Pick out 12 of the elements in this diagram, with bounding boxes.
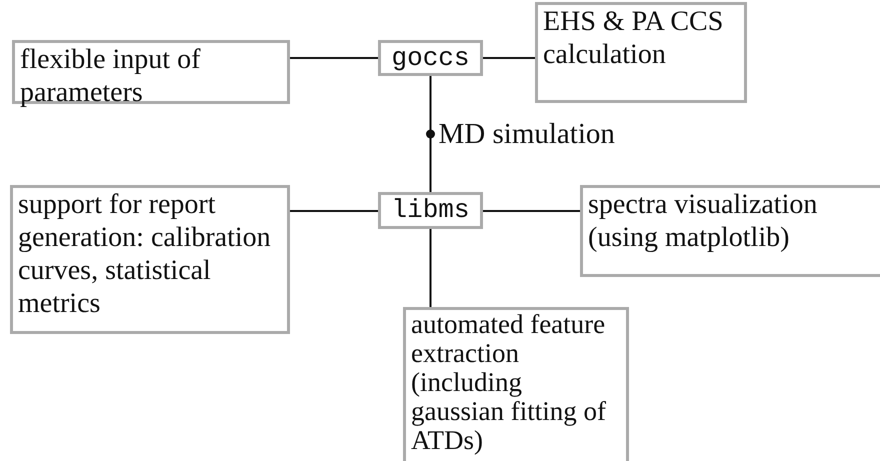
connector [483,57,535,59]
feature-box: automated feature extraction (including gaussian fitting of ATDs) [403,307,629,461]
connector [430,229,432,307]
connector [290,57,378,59]
feature-box: support for report generation: calibration curves, statistical metrics [10,185,290,334]
connector [290,210,378,212]
feature-box: spectra visualization (using matplotlib) [580,185,880,277]
module-box: goccs [378,40,483,76]
feature-box: EHS & PA CCS calculation [535,2,747,103]
connector [430,76,432,192]
connector [483,210,580,212]
module-box: libms [378,192,483,229]
